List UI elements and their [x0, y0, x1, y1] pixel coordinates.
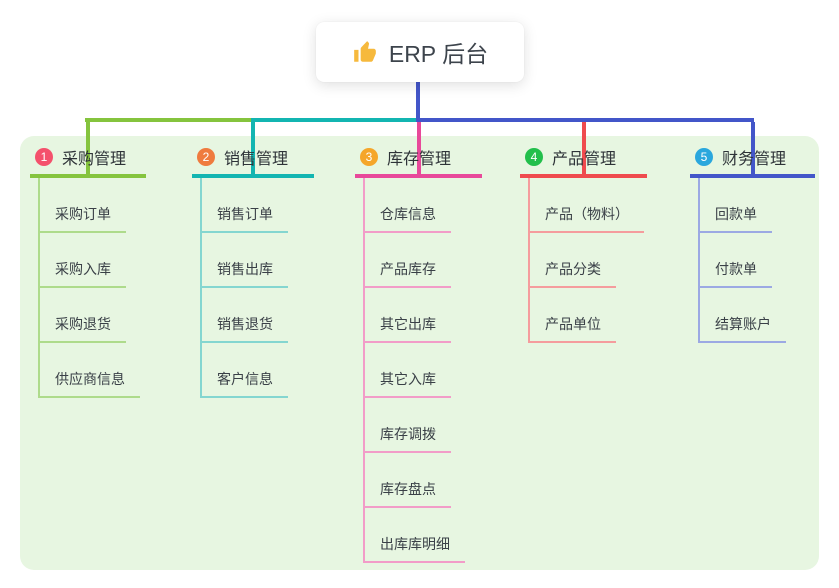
child-node[interactable]: 产品分类	[528, 259, 616, 288]
branch-finance: 5 财务管理 回款单 付款单 结算账户	[690, 122, 815, 343]
background-panel	[20, 136, 819, 570]
branch-label: 产品管理	[552, 151, 617, 168]
connector-branch	[750, 122, 755, 178]
child-node[interactable]: 供应商信息	[38, 369, 140, 398]
child-node[interactable]: 销售出库	[200, 259, 288, 288]
branch-children: 产品（物料） 产品分类 产品单位	[520, 178, 647, 343]
branch-number-badge: 3	[360, 148, 378, 166]
child-node[interactable]: 销售订单	[200, 204, 288, 233]
child-node[interactable]: 回款单	[698, 204, 772, 233]
branch-label: 库存管理	[387, 151, 452, 168]
child-node[interactable]: 产品（物料）	[528, 204, 644, 233]
child-node[interactable]: 其它出库	[363, 314, 451, 343]
branch-node[interactable]: 3 库存管理	[355, 140, 482, 178]
connector-children	[528, 178, 530, 343]
branch-number-badge: 2	[197, 148, 215, 166]
child-node[interactable]: 仓库信息	[363, 204, 451, 233]
branch-node[interactable]: 2 销售管理	[192, 140, 314, 178]
connector-root	[416, 81, 420, 118]
branch-children: 回款单 付款单 结算账户	[690, 178, 815, 343]
branch-children: 销售订单 销售出库 销售退货 客户信息	[192, 178, 314, 398]
branch-inventory: 3 库存管理 仓库信息 产品库存 其它出库 其它入库 库存调拨 库存盘点 出库库…	[355, 122, 482, 563]
child-node[interactable]: 产品库存	[363, 259, 451, 288]
branch-children: 采购订单 采购入库 采购退货 供应商信息	[30, 178, 146, 398]
connector-children	[363, 178, 365, 563]
child-node[interactable]: 销售退货	[200, 314, 288, 343]
child-node[interactable]: 产品单位	[528, 314, 616, 343]
connector-bus-segment	[251, 118, 418, 122]
child-node[interactable]: 其它入库	[363, 369, 451, 398]
child-node[interactable]: 出库库明细	[363, 534, 465, 563]
branch-label: 销售管理	[224, 151, 289, 168]
branch-number-badge: 1	[35, 148, 53, 166]
connector-children	[698, 178, 700, 343]
child-node[interactable]: 结算账户	[698, 314, 786, 343]
branch-product: 4 产品管理 产品（物料） 产品分类 产品单位	[520, 122, 647, 343]
branch-children: 仓库信息 产品库存 其它出库 其它入库 库存调拨 库存盘点 出库库明细	[355, 178, 482, 563]
child-node[interactable]: 采购订单	[38, 204, 126, 233]
child-node[interactable]: 客户信息	[200, 369, 288, 398]
connector-bus-segment	[416, 118, 754, 122]
child-node[interactable]: 库存盘点	[363, 479, 451, 508]
branch-label: 采购管理	[62, 151, 127, 168]
branch-sales: 2 销售管理 销售订单 销售出库 销售退货 客户信息	[192, 122, 314, 398]
thumbs-up-icon	[352, 39, 378, 65]
connector-branch	[251, 122, 255, 178]
branch-number-badge: 4	[525, 148, 543, 166]
branch-node[interactable]: 1 采购管理	[30, 140, 146, 178]
branch-number-badge: 5	[695, 148, 713, 166]
connector-children	[200, 178, 202, 398]
child-node[interactable]: 采购入库	[38, 259, 126, 288]
branch-node[interactable]: 5 财务管理	[690, 140, 815, 178]
child-node[interactable]: 采购退货	[38, 314, 126, 343]
connector-bus-segment	[85, 118, 253, 122]
branch-node[interactable]: 4 产品管理	[520, 140, 647, 178]
connector-branch	[581, 122, 586, 178]
connector-branch	[86, 122, 90, 178]
branch-label: 财务管理	[722, 151, 787, 168]
child-node[interactable]: 付款单	[698, 259, 772, 288]
connector-children	[38, 178, 40, 398]
root-label: ERP 后台	[388, 41, 489, 67]
connector-branch	[416, 122, 421, 178]
root-node[interactable]: ERP 后台	[316, 22, 524, 82]
branch-purchase: 1 采购管理 采购订单 采购入库 采购退货 供应商信息	[30, 122, 146, 398]
child-node[interactable]: 库存调拨	[363, 424, 451, 453]
